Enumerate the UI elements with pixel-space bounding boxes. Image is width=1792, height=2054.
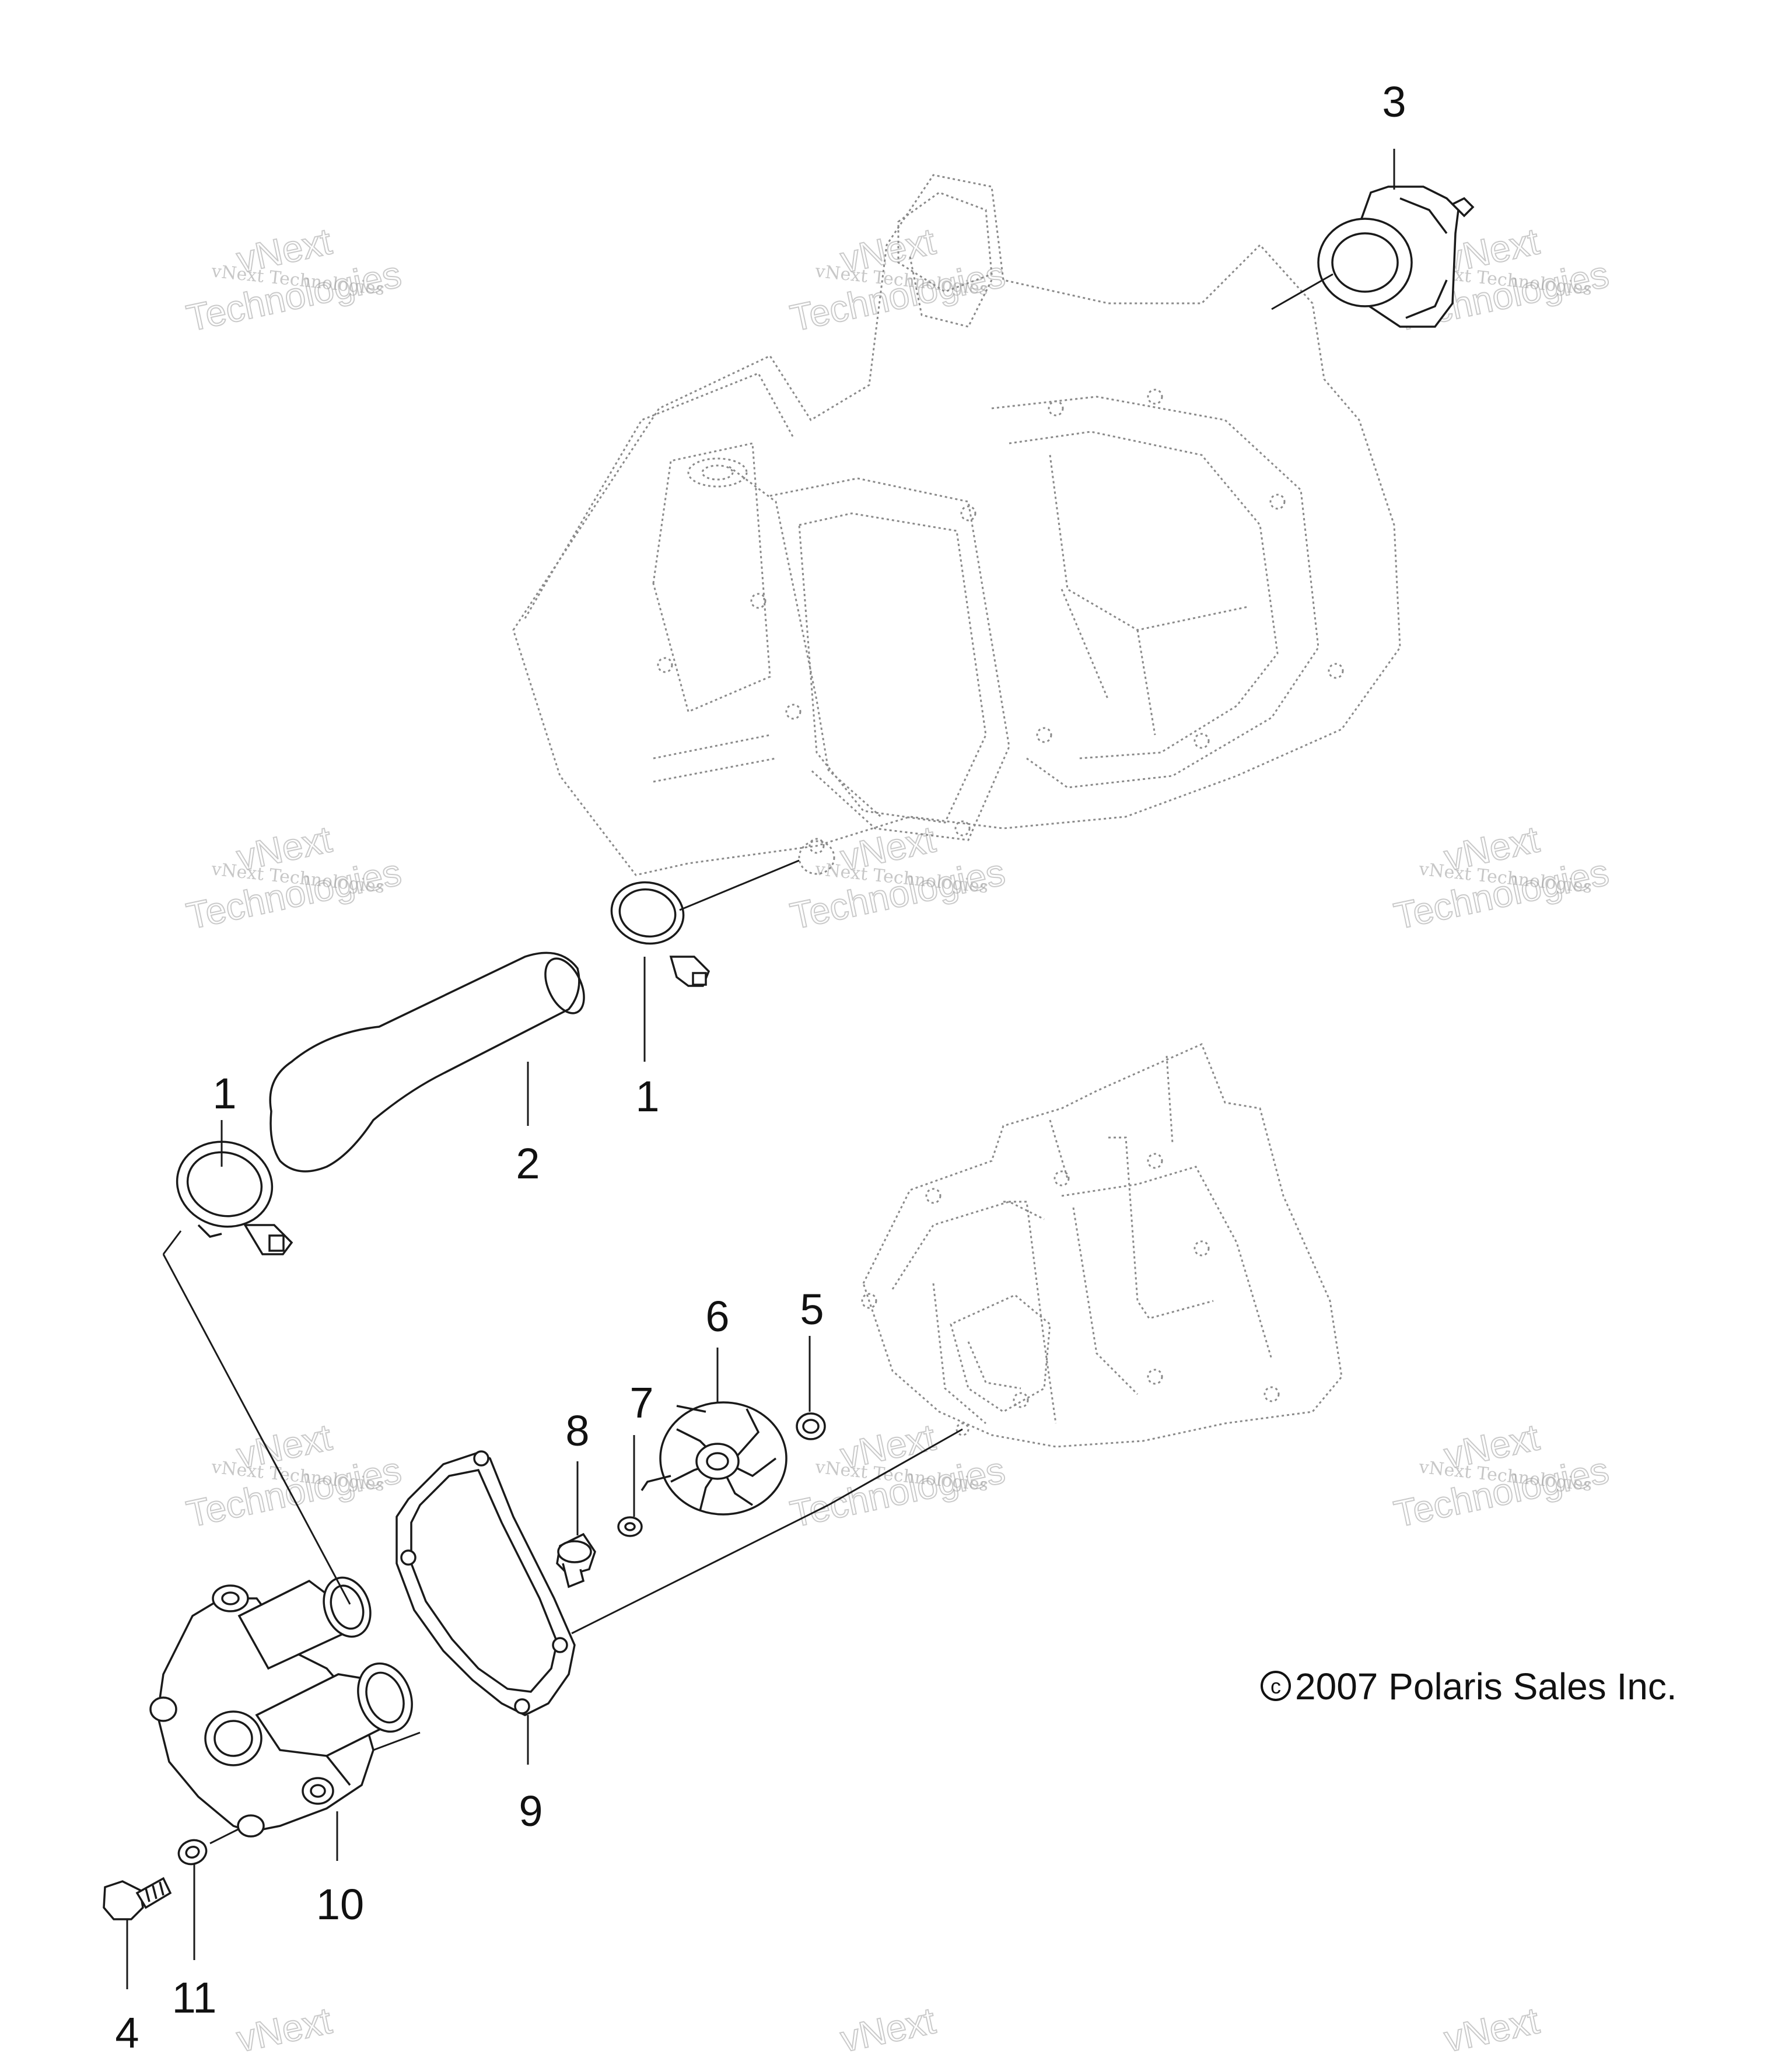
water-pump-gasket xyxy=(396,1450,576,1716)
callout-10: 10 xyxy=(316,1880,364,1929)
leader-line xyxy=(1271,273,1334,310)
watermark-text: vNext xyxy=(233,1999,335,2054)
leader-line xyxy=(209,1828,240,1845)
leader-line xyxy=(373,1731,421,1751)
callout-8: 8 xyxy=(565,1406,589,1455)
callout-1-left: 1 xyxy=(212,1069,236,1118)
cylinder-head-ghost xyxy=(512,174,1401,876)
hose-clamp-right xyxy=(610,859,800,987)
impeller-part xyxy=(640,1401,788,1516)
bolt-part xyxy=(103,1877,172,1920)
copyright-icon xyxy=(1261,1671,1291,1701)
washer-11-part xyxy=(177,1839,208,1866)
callout-5: 5 xyxy=(800,1285,824,1334)
leader-line xyxy=(571,1504,829,1635)
watermark: vNext xyxy=(1440,1999,1544,2054)
callout-9: 9 xyxy=(519,1787,542,1835)
watermark-text: vNext xyxy=(1441,1999,1543,2054)
copyright-text: 2007 Polaris Sales Inc. xyxy=(1295,1665,1677,1707)
watermark-layer: vNext Technologies vNext Technologies vN… xyxy=(183,219,1613,2054)
seal-part xyxy=(796,1412,826,1440)
callout-3: 3 xyxy=(1382,78,1406,126)
callout-11: 11 xyxy=(172,1973,217,2022)
watermark-text: vNext xyxy=(837,1999,939,2054)
watermark: vNext xyxy=(233,1999,336,2054)
leader-line xyxy=(162,1254,351,1605)
callout-2: 2 xyxy=(516,1139,540,1188)
drain-bolt-part xyxy=(556,1532,596,1588)
callout-1-right: 1 xyxy=(635,1072,659,1121)
callout-6: 6 xyxy=(705,1292,729,1341)
crankcase-ghost xyxy=(861,1042,1343,1448)
copyright-notice: c 2007 Polaris Sales Inc. xyxy=(1261,1665,1677,1707)
leader-line xyxy=(162,1230,182,1255)
coolant-hose xyxy=(269,951,585,1173)
callout-labels: 3 1 1 2 5 6 7 8 9 10 11 4 xyxy=(115,78,1406,2054)
water-pump-cover xyxy=(149,1576,413,1838)
copyright-symbol: c xyxy=(1270,1674,1281,1698)
hose-clamp-left xyxy=(176,1140,293,1255)
washer-7-part xyxy=(617,1516,643,1537)
leader-line xyxy=(828,1428,963,1506)
leader-lines xyxy=(126,149,1395,1989)
callout-4: 4 xyxy=(115,2008,139,2054)
leader-line xyxy=(679,859,800,911)
thermostat-part xyxy=(1271,186,1475,328)
callout-7: 7 xyxy=(629,1378,653,1427)
watermark: vNext xyxy=(836,1999,940,2054)
